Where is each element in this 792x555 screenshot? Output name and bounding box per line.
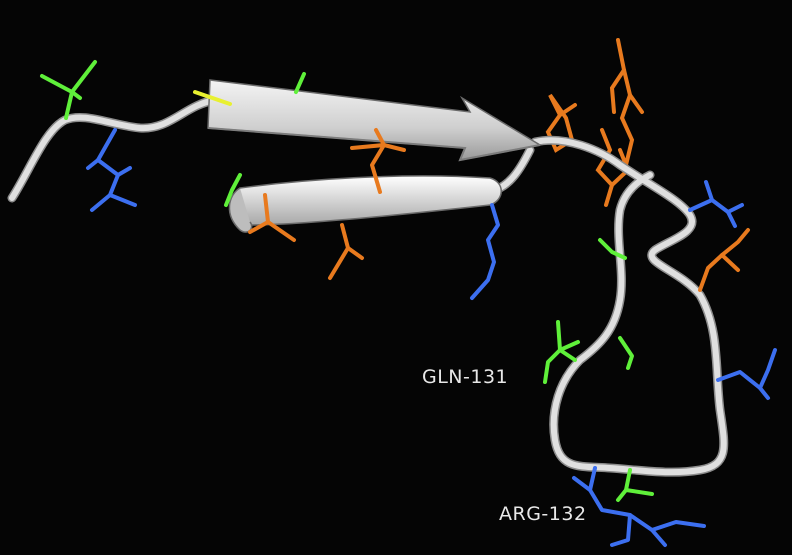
side-chain-ile-lower: [328, 223, 364, 280]
side-chain-tyr: [545, 93, 577, 153]
side-chain-cys: [193, 90, 232, 106]
side-chain-ser-top: [294, 72, 306, 94]
side-chain-lys-center: [470, 203, 500, 300]
side-chain-arg-132: [572, 466, 706, 547]
side-chain-phe-right: [698, 228, 750, 292]
side-chain-gln-131: [543, 320, 634, 384]
beta-strand-upper: [207, 79, 543, 162]
side-chain-lys-right: [716, 348, 777, 400]
side-chain-arg-right: [688, 180, 744, 228]
side-chain-green-mid: [598, 238, 627, 260]
side-chains-front: [40, 60, 777, 547]
side-chain-green-lower: [224, 173, 242, 207]
side-chain-gln-left: [40, 60, 97, 120]
side-chain-arg-132-green: [616, 468, 654, 502]
side-chain-val-center: [350, 128, 406, 194]
side-chains-back: [545, 38, 644, 207]
side-chain-phe-top: [609, 38, 644, 167]
residue-label-gln-131: GLN-131: [422, 366, 509, 388]
residue-label-arg-132: ARG-132: [499, 503, 587, 525]
side-chain-leu-lower: [248, 193, 296, 242]
backbone-coil: [7, 95, 729, 477]
side-chain-arg-left: [86, 128, 137, 212]
